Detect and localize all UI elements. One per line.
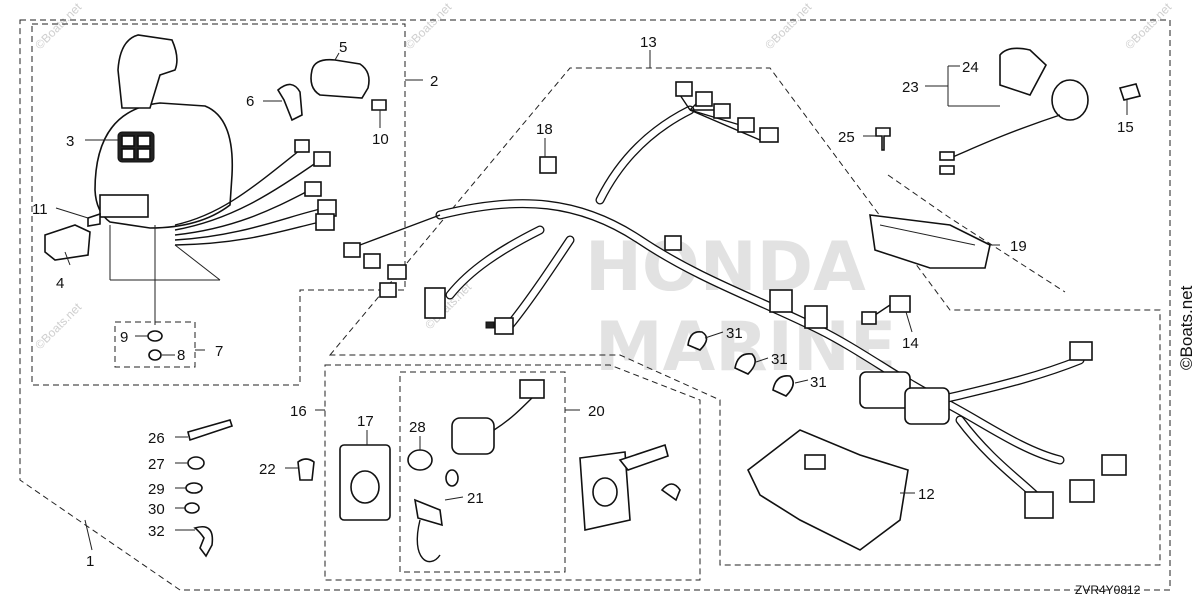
bolt-part (187, 419, 234, 442)
callout-25: 25 (838, 129, 855, 146)
clip-part (687, 330, 708, 351)
callout-16: 16 (290, 403, 307, 420)
bracket-part (746, 429, 909, 551)
nut-part (187, 456, 205, 470)
callout-6: 6 (246, 93, 254, 110)
callout-5: 5 (339, 39, 347, 56)
callout-30: 30 (148, 501, 165, 518)
holder-part (310, 58, 370, 99)
bolt-part (371, 99, 387, 111)
washer-part (185, 482, 203, 494)
callout-15: 15 (1117, 119, 1134, 136)
clip-part (276, 83, 303, 122)
callout-13: 13 (640, 34, 657, 51)
clip-part (297, 458, 315, 481)
cover-part (44, 224, 91, 261)
connector-part (861, 311, 877, 325)
clip-part (734, 352, 756, 375)
callout-17: 17 (357, 413, 374, 430)
callout-3: 3 (66, 133, 74, 150)
callout-31b: 31 (771, 351, 788, 368)
callout-31c: 31 (810, 374, 827, 391)
group-boundary-13 (328, 67, 1161, 566)
callout-12: 12 (918, 486, 935, 503)
callout-28: 28 (409, 419, 426, 436)
group-boundary-2 (31, 23, 406, 386)
switch-part (407, 379, 681, 531)
watermark: ©Boats.net (762, 0, 814, 52)
callout-9: 9 (120, 329, 128, 346)
callout-2: 2 (430, 73, 438, 90)
group-boundary-16 (324, 364, 701, 581)
watermark: ©Boats.net (1122, 0, 1174, 52)
remote-control-box (94, 34, 234, 229)
callout-14: 14 (902, 335, 919, 352)
callout-31a: 31 (726, 325, 743, 342)
watermark: ©Boats.net (32, 0, 84, 52)
watermark: ©Boats.net (32, 300, 84, 352)
callout-8: 8 (177, 347, 185, 364)
control-unit-part (869, 214, 991, 269)
callout-26: 26 (148, 430, 165, 447)
callout-22: 22 (259, 461, 276, 478)
callout-1: 1 (86, 553, 94, 570)
lanyard-part (413, 469, 459, 563)
grommet-part (1118, 83, 1142, 101)
callout-19: 19 (1010, 238, 1027, 255)
wire (874, 304, 891, 316)
diagram-code: ZVR4Y0812 (1075, 583, 1141, 597)
washer-part (184, 502, 200, 514)
nut-part (148, 349, 162, 361)
watermark-vertical: ©Boats.net (1177, 285, 1196, 370)
callout-24: 24 (962, 59, 979, 76)
bolt-part (875, 127, 891, 151)
brand-watermark-honda: HONDA (585, 228, 866, 307)
connector-part (539, 156, 557, 174)
callout-4: 4 (56, 275, 64, 292)
callout-10: 10 (372, 131, 389, 148)
leader-lines (55, 50, 1128, 551)
callout-labels: 1 2 3 4 5 6 7 8 9 10 11 12 13 14 15 16 1… (32, 34, 1134, 570)
watermark: ©Boats.net (402, 0, 454, 52)
remote-harness (174, 139, 337, 246)
clip-part (772, 374, 794, 397)
group-boundary-19 (887, 174, 1066, 293)
washer-part (147, 330, 163, 342)
plate-part (339, 444, 391, 521)
buzzer-part (939, 47, 1089, 175)
clip-part (193, 526, 214, 558)
leader (174, 244, 221, 281)
callout-18: 18 (536, 121, 553, 138)
connector-part (889, 295, 911, 313)
callout-7: 7 (215, 343, 223, 360)
callout-21: 21 (467, 490, 484, 507)
screw-part (87, 212, 101, 227)
callout-29: 29 (148, 481, 165, 498)
callout-23: 23 (902, 79, 919, 96)
callout-20: 20 (588, 403, 605, 420)
assembly-boundary-1 (19, 19, 1171, 591)
callout-27: 27 (148, 456, 165, 473)
main-harness (343, 81, 1127, 519)
callout-11: 11 (32, 201, 48, 218)
group-boundary-20 (399, 371, 566, 573)
callout-32: 32 (148, 523, 165, 540)
